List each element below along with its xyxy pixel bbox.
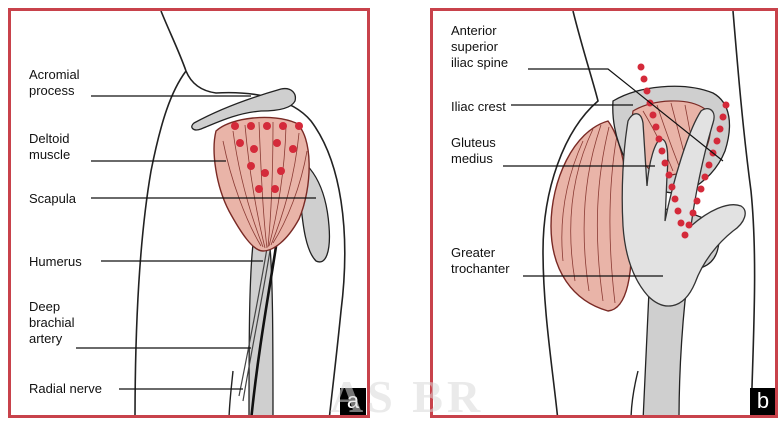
label-anterior-superior-iliac-spine: Anterior superior iliac spine [451, 23, 508, 71]
label-gluteus-medius: Gluteus medius [451, 135, 496, 167]
panel-a-deltoid: Acromial process Deltoid muscle Scapula … [8, 8, 370, 418]
label-radial-nerve: Radial nerve [29, 381, 102, 397]
panel-badge-b: b [750, 388, 776, 415]
panel-b-ventrogluteal: Anterior superior iliac spine Iliac cres… [430, 8, 778, 418]
label-iliac-crest: Iliac crest [451, 99, 506, 115]
label-deltoid-muscle: Deltoid muscle [29, 131, 70, 163]
label-acromial-process: Acromial process [29, 67, 80, 99]
label-scapula: Scapula [29, 191, 76, 207]
label-humerus: Humerus [29, 254, 82, 270]
label-greater-trochanter: Greater trochanter [451, 245, 510, 277]
hip-illustration [433, 11, 778, 418]
label-deep-brachial-artery: Deep brachial artery [29, 299, 75, 347]
watermark-text: AS BR [330, 370, 484, 423]
